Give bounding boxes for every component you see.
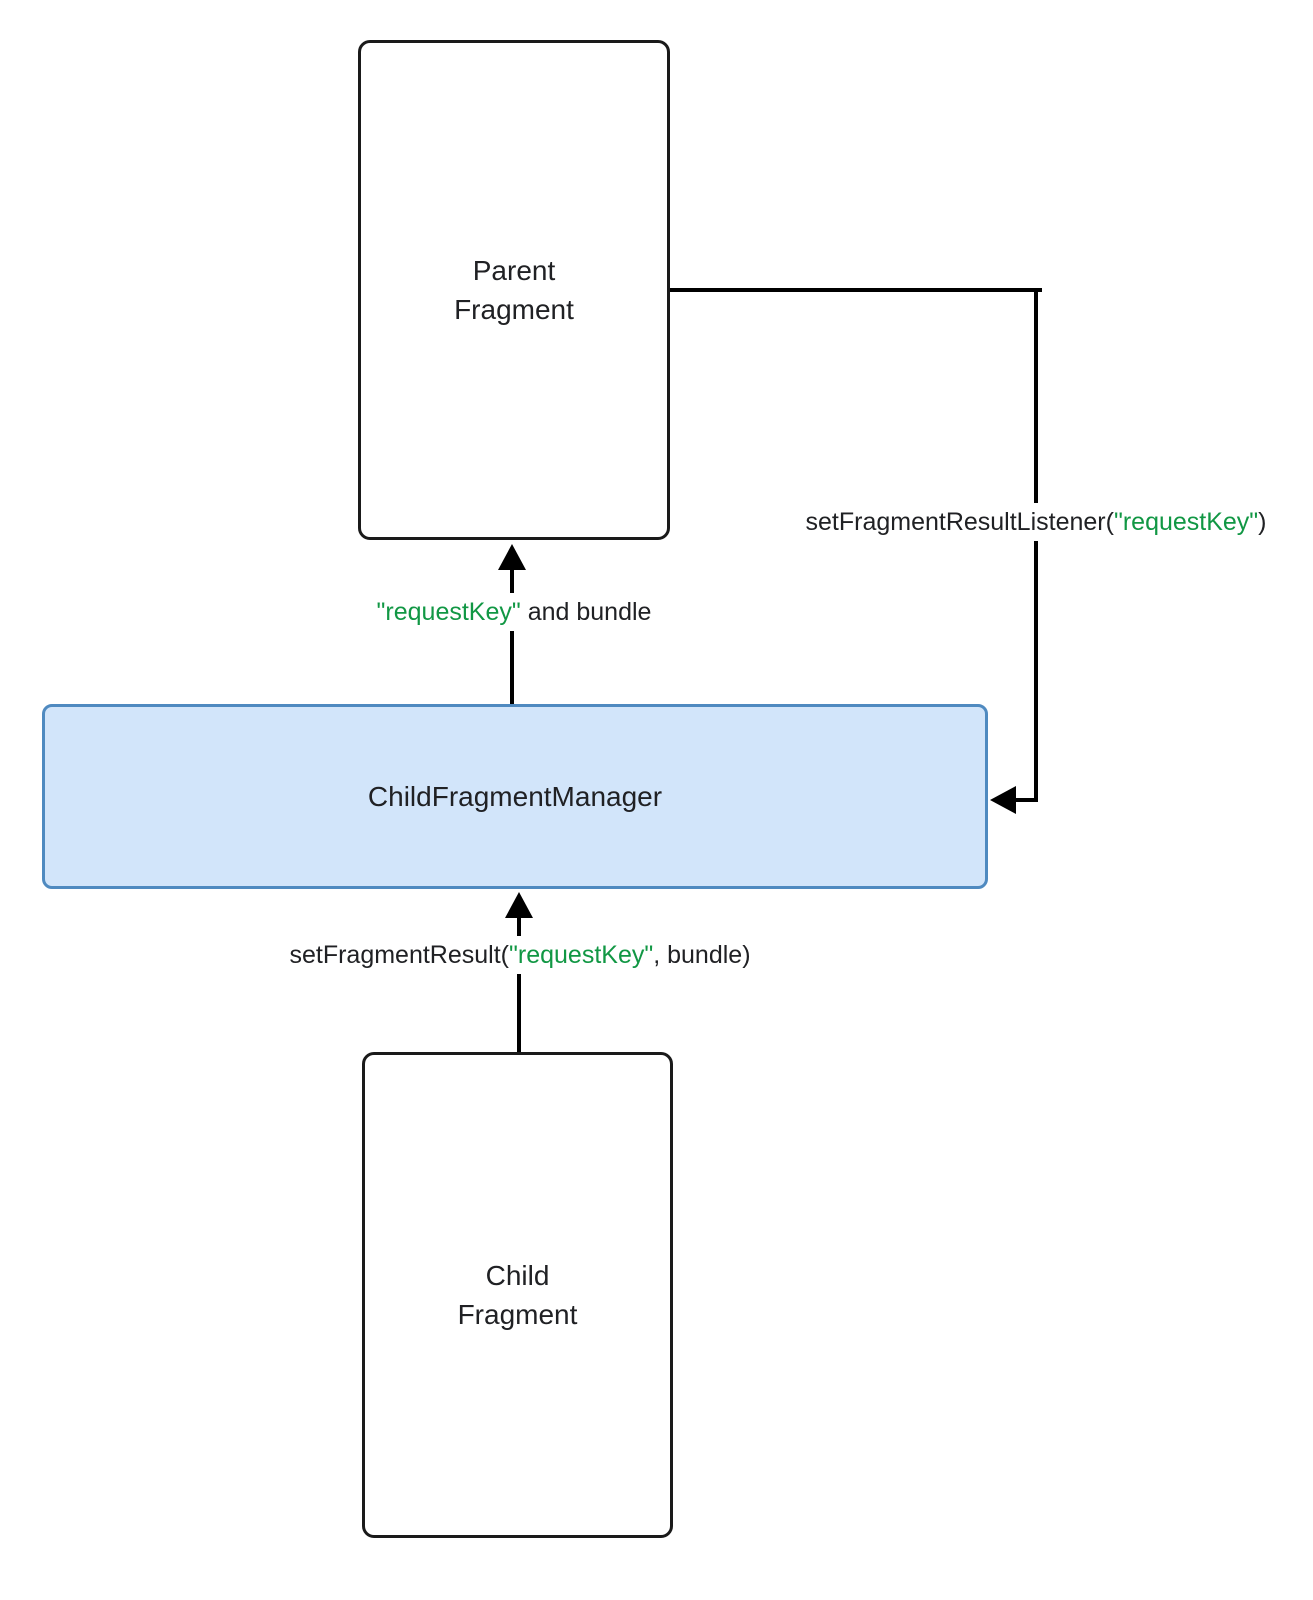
parent-fragment-label-line2: Fragment [454,294,574,325]
listener-path-bottom-segment [1008,798,1038,802]
set-result-arrow-line [517,915,521,1052]
listener-annotation-request-key: "requestKey" [1113,508,1259,536]
listener-path-vertical-segment [1034,288,1038,802]
set-fragment-result-listener-annotation: setFragmentResultListener("requestKey") [795,503,1277,541]
set-result-annotation-request-key: "requestKey" [509,941,654,969]
listener-path-top-segment [670,288,1042,292]
set-result-arrowhead-up [505,892,533,918]
to-parent-annotation-request-key: "requestKey" [376,598,521,626]
parent-fragment-box: Parent Fragment [358,40,670,540]
to-parent-annotation-suffix: and bundle [520,598,652,626]
child-fragment-box: Child Fragment [362,1052,673,1538]
to-parent-arrowhead-up [498,544,526,570]
listener-annotation-suffix: ) [1258,508,1267,536]
child-fragment-manager-box: ChildFragmentManager [42,704,988,889]
to-parent-arrow-line [510,566,514,704]
child-fragment-manager-label: ChildFragmentManager [367,781,663,812]
set-result-annotation-prefix: setFragmentResult( [289,941,510,969]
child-fragment-label-line2: Fragment [457,1299,578,1330]
request-key-and-bundle-annotation: "requestKey" and bundle [366,593,662,631]
listener-arrowhead-left [990,786,1016,814]
child-fragment-label-line1: Child [485,1260,550,1291]
parent-fragment-label-line1: Parent [472,255,556,286]
set-fragment-result-annotation: setFragmentResult("requestKey", bundle) [279,936,761,974]
listener-annotation-prefix: setFragmentResultListener( [805,508,1114,536]
set-result-annotation-suffix: , bundle) [653,941,751,969]
